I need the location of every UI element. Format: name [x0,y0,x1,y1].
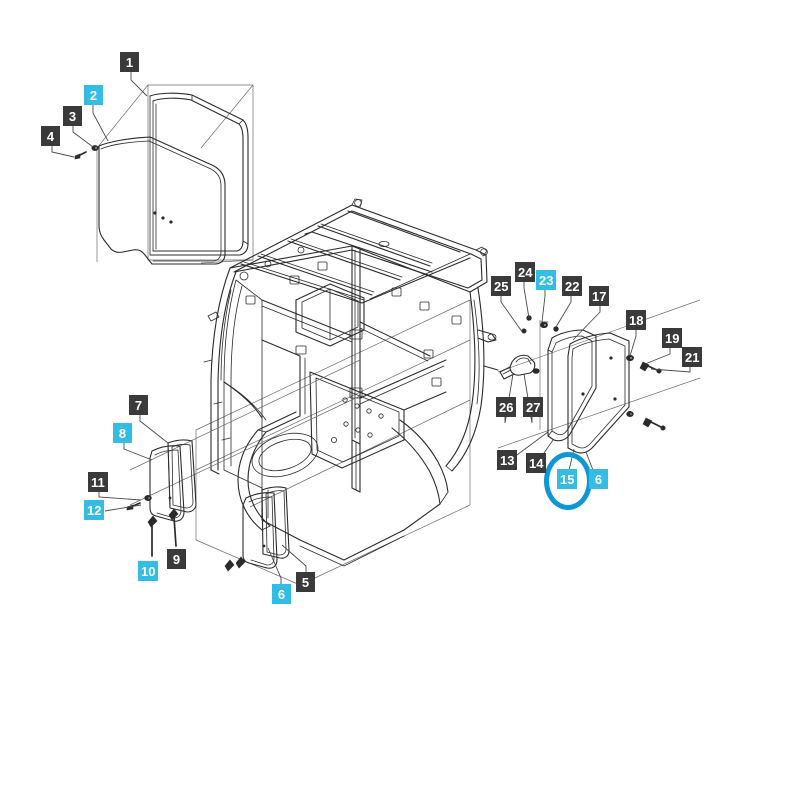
cab-misc-brackets [203,246,462,441]
callout-label-9[interactable]: 9 [167,549,186,569]
cab-lower-rail [299,503,441,567]
left-rear-glass-panel [242,492,278,569]
callout-label-4[interactable]: 4 [41,126,60,146]
callout-label-3[interactable]: 3 [63,106,82,126]
callout-label-13[interactable]: 13 [497,450,518,470]
callout-label-6[interactable]: 6 [272,584,291,604]
left-door-glass-assembly [98,359,361,557]
cab-steering-hoop [237,411,319,531]
cab-floor-panel [309,371,405,469]
leader-lines-left-door [98,415,169,512]
callout-label-26[interactable]: 26 [496,397,517,417]
callout-label-15[interactable]: 15 [557,469,578,489]
callout-label-25[interactable]: 25 [491,276,512,296]
callout-label-18[interactable]: 18 [626,310,647,330]
callout-label-8[interactable]: 8 [113,423,132,443]
cab-frame-structure [195,198,499,586]
leader-lines-left-rear [267,544,307,584]
rear-window-glass-panel [567,332,630,454]
left-door-glass-panel [149,445,185,522]
callout-label-23[interactable]: 23 [536,270,557,290]
left-door-fasteners [126,494,179,557]
callout-label-10[interactable]: 10 [138,561,159,581]
cab-right-side-stub [477,329,499,371]
callout-label-21[interactable]: 21 [682,347,703,367]
rear-window-top-fasteners [521,315,559,334]
callout-label-17[interactable]: 17 [589,286,610,306]
callout-label-12[interactable]: 12 [84,500,105,520]
callout-label-5[interactable]: 5 [296,572,315,592]
callout-label-1[interactable]: 1 [120,52,139,72]
cab-c-pillar [445,287,485,472]
windshield-seal-frame [149,92,249,256]
cab-a-pillar [210,267,237,475]
cab-b-pillar [349,245,363,493]
leader-lines-windshield [51,72,148,158]
left-rear-fasteners [224,556,246,572]
callout-label-24[interactable]: 24 [515,262,536,282]
cab-dash-console [295,283,365,347]
windshield-fastener [74,145,99,160]
left-rear-panel-assembly [224,486,307,584]
callout-label-11[interactable]: 11 [88,472,108,492]
front-windshield-assembly [51,72,254,265]
cab-roof-frame [229,198,488,304]
cab-rear-fender [391,419,449,505]
callout-label-6[interactable]: 6 [589,469,608,489]
callout-label-2[interactable]: 2 [84,85,103,105]
callout-label-27[interactable]: 27 [523,397,544,417]
windshield-glass-panel [98,136,226,265]
cab-front-glass-outline [223,279,263,489]
callout-label-7[interactable]: 7 [129,395,148,415]
callout-label-14[interactable]: 14 [526,453,547,473]
rear-window-right-fasteners [626,354,666,431]
rear-window-latch [499,354,540,380]
callout-label-19[interactable]: 19 [662,328,683,348]
callout-label-22[interactable]: 22 [562,276,583,296]
projection-guides [96,84,254,264]
